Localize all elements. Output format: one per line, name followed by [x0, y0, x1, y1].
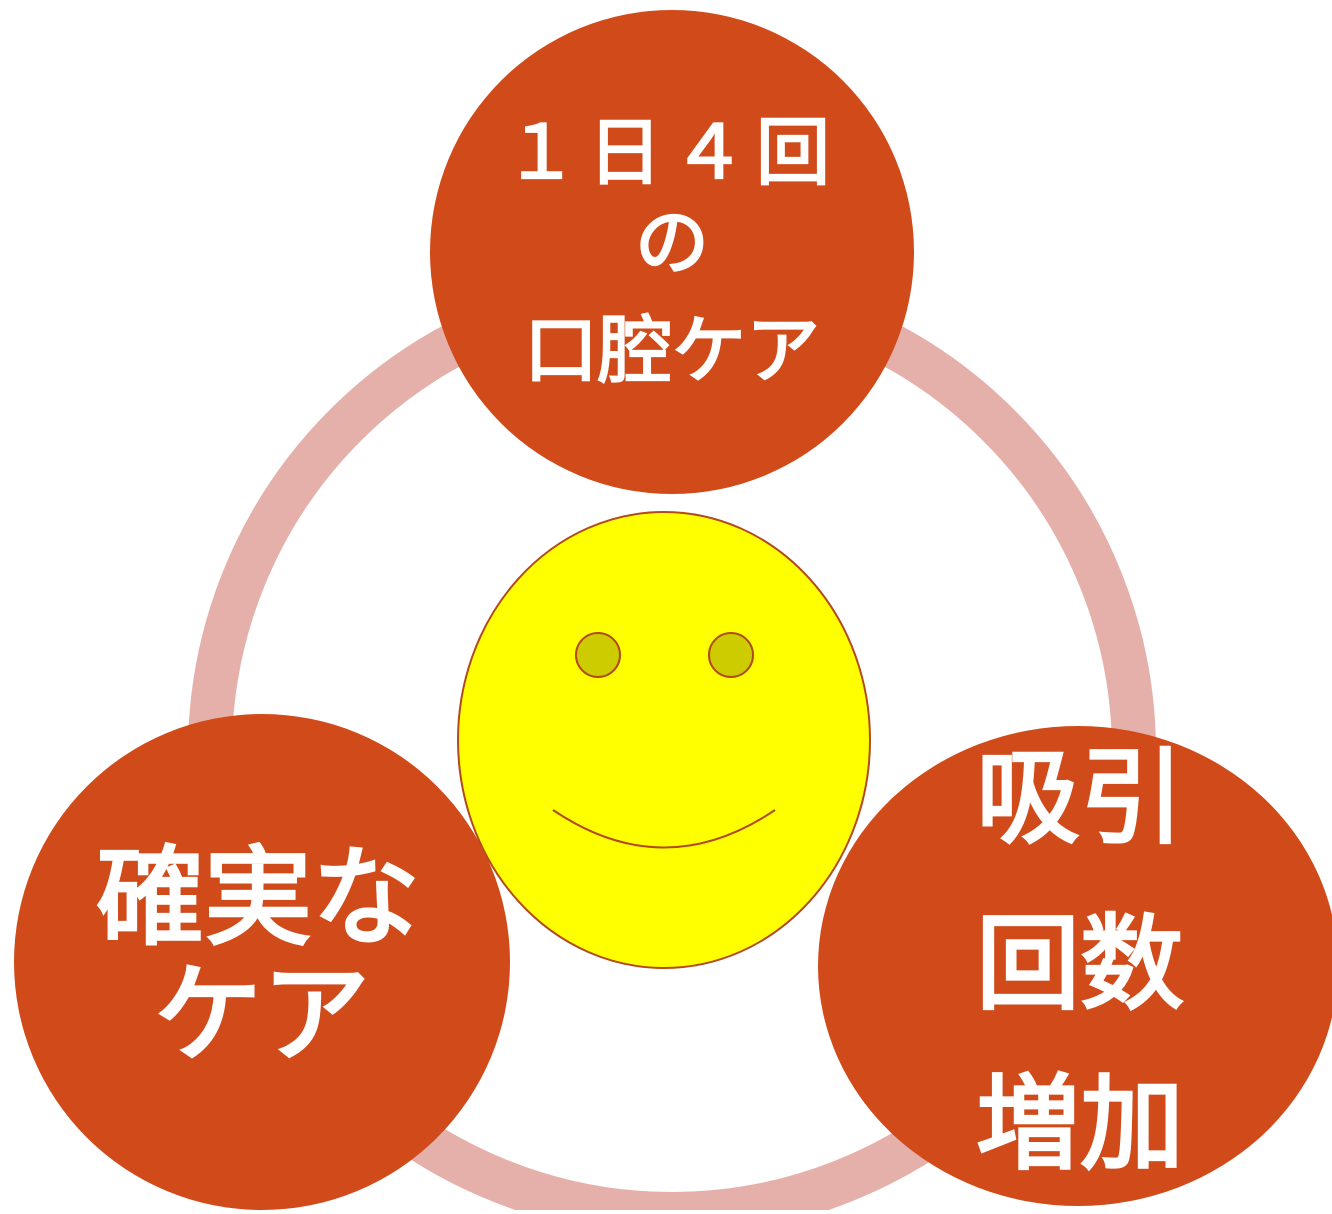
node-top: １日４回 の 口腔ケア: [430, 10, 914, 494]
node-left: 確実な ケア: [14, 714, 510, 1210]
smiley-left-eye: [575, 632, 621, 678]
smiley-face: [457, 511, 871, 969]
smiley-mouth: [552, 809, 776, 849]
node-top-line-2: の: [635, 200, 709, 286]
node-left-line-1: 確実な: [96, 835, 420, 961]
node-left-line-2: ケア: [154, 952, 370, 1078]
node-top-line-1: １日４回: [504, 110, 840, 196]
node-right: 吸引 回数 増加: [818, 726, 1332, 1206]
node-right-line-2: 回数: [976, 902, 1184, 1025]
node-right-line-3: 増加: [976, 1062, 1184, 1185]
smiley-right-eye: [708, 632, 754, 678]
node-left-circle: [14, 714, 510, 1210]
node-right-line-1: 吸引: [976, 736, 1184, 859]
node-right-circle: [818, 726, 1332, 1206]
node-top-circle: [430, 10, 914, 494]
node-top-line-3: 口腔ケア: [524, 308, 820, 394]
smiley-face-icon: [457, 511, 871, 969]
